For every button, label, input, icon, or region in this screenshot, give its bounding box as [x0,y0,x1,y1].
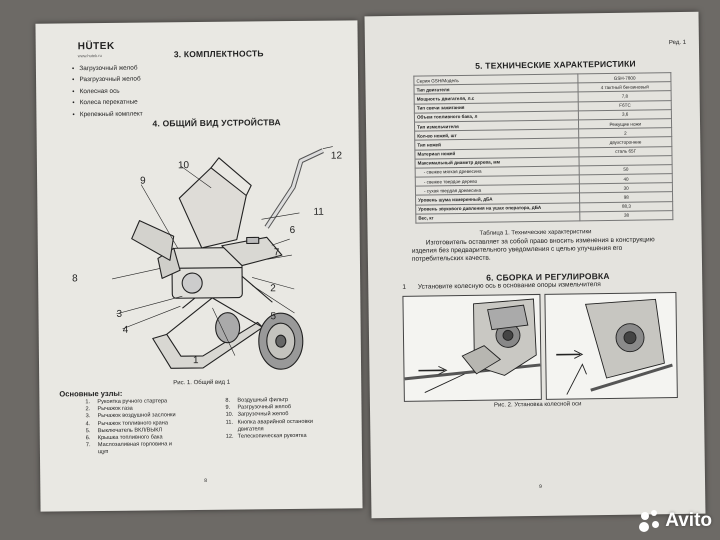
kit-list: Загрузочный желоб Разгрузочный желоб Кол… [72,63,143,121]
list-item: Разгрузочный желоб [72,74,142,86]
step-number: 1 [402,283,407,291]
assembly-photo-1 [402,293,542,402]
figure-2-caption: Рис. 2. Установка колесной оси [493,401,582,409]
avito-watermark: Avito [639,510,712,532]
section-3-title: 3. КОМПЛЕКТНОСТЬ [173,48,264,60]
page-number-left: 8 [204,477,208,484]
callout-1: 1 [192,355,199,367]
callout-8: 8 [72,273,78,285]
chipper-illustration [112,146,333,370]
brand-logo: HÜTEK [77,40,115,53]
brand-site: www.hutek.ru [77,53,102,59]
callout-3: 3 [116,308,123,320]
assembly-photo-2 [544,292,678,400]
avito-logo-icon [639,510,661,532]
callout-4: 4 [122,324,129,336]
axle-install-drawing [556,298,673,395]
step-1: 1 Установите колесную ось в основание оп… [402,281,601,291]
axle-install-drawing [404,298,541,393]
main-parts-title: Основные узлы: [59,388,123,399]
callout-6: 6 [289,224,296,237]
figure-1-caption: Рис. 1. Общий вид 1 [173,379,231,387]
callout-5: 5 [270,311,277,323]
callout-9: 9 [140,175,146,187]
revision-label: Ред. 1 [668,39,687,47]
list-item: Колесная ось [72,85,142,97]
spec-param: Вес, кг [415,211,581,224]
list-item: 11.Кнопка аварийной остановки [225,418,314,426]
parts-list-left: 1.Рукоятка ручного стартера 2.Рычажок га… [85,398,176,457]
right-page: Ред. 1 5. ТЕХНИЧЕСКИЕ ХАРАКТЕРИСТИКИ Сер… [364,11,706,519]
spec-value: 38 [580,210,673,221]
list-item: Колеса перекатные [72,97,142,109]
section-5-title: 5. ТЕХНИЧЕСКИЕ ХАРАКТЕРИСТИКИ [475,58,636,71]
callout-12: 12 [330,150,343,162]
left-page: HÜTEK www.hutek.ru 3. КОМПЛЕКТНОСТЬ Загр… [35,20,363,512]
page-number-right: 9 [539,483,542,490]
callout-7: 7 [273,247,280,259]
table-1-caption: Таблица 1. Технические характеристики [479,229,592,237]
callout-2: 2 [270,283,276,295]
callout-10: 10 [177,160,190,172]
notice-paragraph: Изготовитель оставляет за собой право вн… [411,236,655,263]
list-item: Крепежный комплект [72,108,143,120]
list-item: Загрузочный желоб [72,63,142,75]
step-text: Установите колесную ось в основание опор… [417,281,601,291]
list-item: 12.Телескопическая рукоятка [225,432,307,440]
parts-list-right: 8.Воздушный фильтр 9.Разгрузочный желоб … [225,397,313,441]
list-item: щуп [97,449,109,456]
list-item: 7.Маслозаливная горловина и [85,441,173,449]
callout-11: 11 [313,206,324,218]
